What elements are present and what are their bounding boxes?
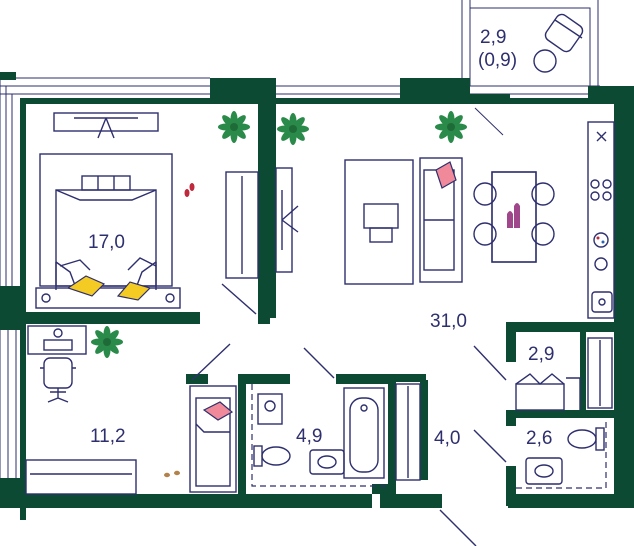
pillow-yellow	[66, 275, 106, 297]
sink-icon	[257, 393, 283, 425]
balcony	[461, 0, 599, 136]
plant-icon	[435, 111, 467, 143]
bathroom-door	[303, 347, 335, 379]
rack	[587, 337, 613, 409]
entrance-door	[439, 509, 477, 546]
hallway: 4,0	[395, 345, 507, 546]
plant-icon	[277, 113, 309, 145]
walls	[0, 72, 634, 520]
washer	[515, 373, 565, 411]
wc-area: 2,6	[526, 428, 552, 449]
single-bed	[189, 385, 237, 493]
living-kitchen-area: 31,0	[430, 311, 467, 332]
balcony-area-reduced: (0,9)	[478, 50, 517, 71]
study: 11,2	[25, 325, 237, 495]
storage-area: 2,9	[528, 344, 554, 365]
pillow-yellow	[116, 281, 152, 301]
hob-icon	[590, 179, 612, 201]
plant-icon	[218, 111, 250, 143]
wc-door	[473, 429, 507, 463]
bedroom-door	[221, 283, 257, 315]
storage: 2,9	[515, 337, 613, 411]
closet	[395, 383, 421, 481]
pillow-pink	[202, 401, 234, 421]
study-door	[191, 343, 231, 381]
rug	[344, 159, 414, 285]
toilet-icon	[253, 445, 291, 467]
shelf	[25, 459, 137, 495]
bathroom-area: 4,9	[296, 426, 322, 447]
vase-icon	[507, 203, 520, 228]
chair-icon	[40, 357, 76, 403]
bedroom: 17,0	[35, 111, 259, 315]
plant-icon	[91, 326, 123, 358]
side-table	[533, 49, 557, 73]
wc: 2,6	[516, 418, 607, 489]
cushion-pink	[435, 161, 457, 189]
dining-table	[473, 171, 555, 263]
desk	[27, 325, 87, 355]
wardrobe	[225, 171, 259, 279]
storage-door	[473, 345, 507, 381]
double-bed	[35, 153, 181, 309]
kitchen-unit	[587, 121, 615, 319]
study-area: 11,2	[90, 426, 126, 447]
living-kitchen: 31,0	[275, 111, 615, 332]
outer-window-lines	[0, 77, 600, 490]
balcony-area: 2,9	[480, 27, 506, 48]
sink-icon	[591, 291, 613, 313]
bathtub-icon	[343, 387, 385, 479]
hallway-area: 4,0	[434, 428, 460, 449]
slippers-icon	[164, 470, 180, 478]
sink-icon	[309, 449, 345, 475]
bedroom-area: 17,0	[88, 232, 125, 253]
sink-icon	[525, 457, 563, 485]
slippers-icon	[184, 183, 195, 197]
chair-icon	[544, 13, 584, 53]
sofa	[419, 157, 463, 283]
toilet-icon	[567, 427, 605, 451]
bathroom: 4,9	[251, 347, 386, 487]
